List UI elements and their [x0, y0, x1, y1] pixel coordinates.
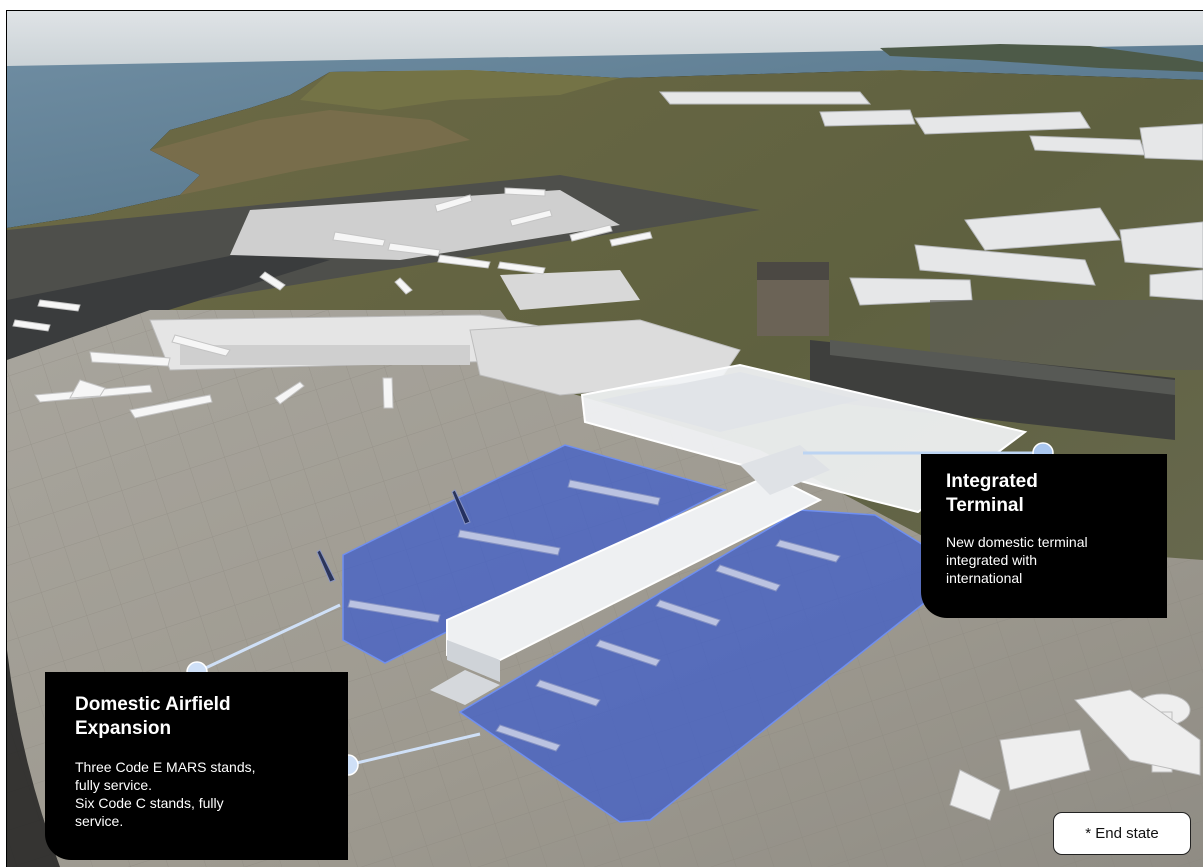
parked-aircraft [12, 187, 653, 419]
callout-description-line: international [946, 570, 1023, 586]
callout-title: Domestic Airfield Expansion [75, 693, 336, 741]
callout-title-line: Integrated [946, 471, 1038, 492]
distant-buildings [658, 91, 1203, 306]
parking-structure [810, 340, 1175, 440]
callout-description: New domestic terminal integrated with in… [946, 533, 1153, 587]
airfield-connector-line-south [347, 732, 481, 767]
domestic-airfield-callout: Domestic Airfield Expansion Three Code E… [45, 672, 348, 860]
control-tower [949, 689, 1201, 821]
callout-description-line: Six Code C stands, fully [75, 795, 224, 811]
callout-description-line: integrated with [946, 552, 1038, 568]
callout-title-line: Expansion [75, 718, 172, 739]
callout-description-line: New domestic terminal [946, 534, 1088, 550]
callout-description-line: service. [75, 813, 124, 829]
integrated-terminal-building [430, 363, 1028, 705]
callout-title: Integrated Terminal [946, 470, 1153, 518]
integrated-terminal-callout: Integrated Terminal New domestic termina… [921, 454, 1167, 618]
international-terminal [149, 190, 741, 396]
callout-description: Three Code E MARS stands, fully service.… [75, 758, 336, 830]
end-state-label: * End state [1053, 812, 1191, 855]
callout-description-line: fully service. [75, 777, 153, 793]
airfield-connector-line-north [196, 603, 341, 674]
callout-title-line: Domestic Airfield [75, 694, 231, 715]
callout-description-line: Three Code E MARS stands, [75, 759, 256, 775]
callout-title-line: Terminal [946, 495, 1024, 516]
